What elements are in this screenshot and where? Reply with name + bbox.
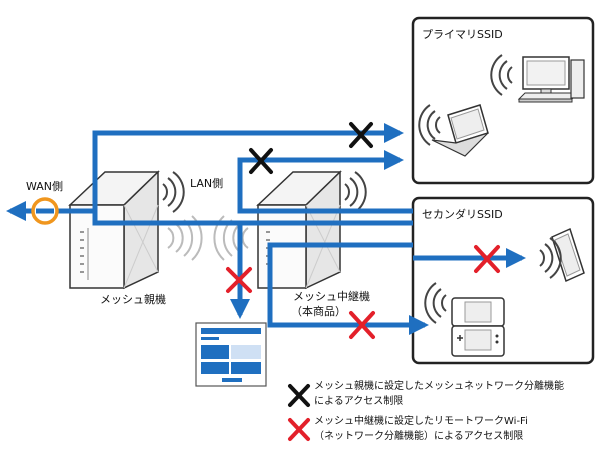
lan-side-label: LAN側 — [190, 177, 223, 190]
x-mark-icon — [226, 267, 252, 293]
mesh-parent-router-icon — [68, 170, 160, 290]
laptop-icon — [431, 104, 489, 157]
legend-black-x-line2: によるアクセス制限 — [314, 394, 403, 407]
wifi-signal-icon — [162, 171, 185, 213]
x-mark-icon — [349, 122, 373, 148]
tablet-icon — [551, 227, 585, 283]
mesh-parent-label: メッシュ親機 — [100, 292, 166, 306]
legend-black-x-line1: メッシュ親機に設定したメッシュネットワーク分離機能 — [314, 379, 564, 392]
mesh-repeater-label-line2: （本商品） — [291, 304, 346, 318]
legend-red-x-line2: （ネットワーク分離機能）によるアクセス制限 — [314, 429, 523, 442]
x-mark-icon — [474, 245, 500, 273]
x-mark-icon — [349, 311, 375, 339]
x-mark-icon — [249, 148, 273, 174]
legend-red-x-icon — [288, 418, 310, 441]
game-console-icon — [451, 297, 505, 357]
wifi-signal-icon — [344, 171, 367, 213]
secondary-ssid-label: セカンダリSSID — [422, 207, 503, 221]
flow-lines — [6, 123, 526, 335]
legend-red-x-line1: メッシュ中継機に設定したリモートワークWi-Fi — [314, 414, 528, 427]
settings-screen-icon — [195, 322, 267, 387]
mesh-repeater-label-line1: メッシュ中継機 — [293, 289, 370, 303]
desktop-pc-icon — [517, 56, 585, 103]
legend-black-x-icon — [288, 384, 310, 407]
wan-side-label: WAN側 — [26, 180, 63, 193]
primary-ssid-label: プライマリSSID — [422, 28, 503, 41]
